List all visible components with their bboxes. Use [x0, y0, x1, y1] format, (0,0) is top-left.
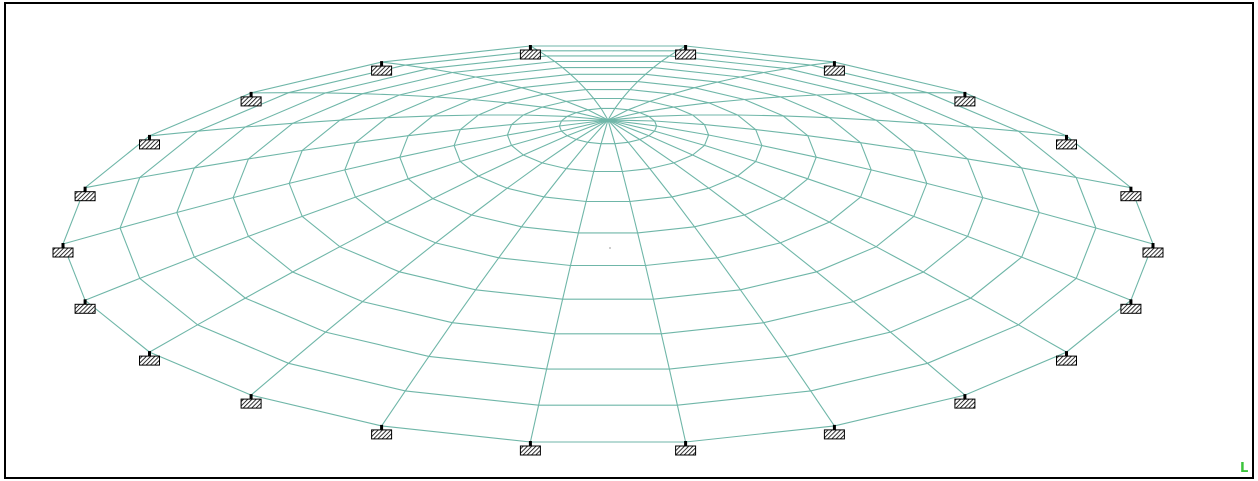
dome-ring	[399, 81, 817, 234]
support-icon	[139, 351, 160, 366]
support-icon	[371, 61, 393, 76]
support-icon	[675, 441, 697, 456]
dome-meridian	[607, 119, 835, 427]
support-icon	[675, 45, 697, 60]
support-icon	[519, 45, 541, 60]
support-icon	[139, 134, 160, 150]
dome-meridian	[530, 45, 609, 121]
dome-meridian	[62, 119, 609, 245]
dome-rings	[62, 45, 1154, 443]
dome-meridian	[607, 119, 1132, 301]
support-icon	[1120, 299, 1142, 314]
dome-supports	[52, 45, 1164, 456]
dome-wireframe	[52, 45, 1164, 456]
dome-meridian	[607, 119, 1067, 353]
dome-meridian	[250, 119, 609, 396]
dome-meridian	[607, 61, 835, 121]
dome-ring	[119, 50, 1097, 406]
dome-meridian	[251, 92, 609, 121]
dome-meridian	[607, 92, 965, 121]
dome-meridian	[607, 119, 1154, 245]
corner-label: L	[1240, 461, 1249, 476]
dome-meridian	[381, 61, 609, 121]
dome-ring	[62, 45, 1154, 443]
dome-meridian	[84, 119, 609, 189]
dome-ring	[506, 97, 710, 173]
support-icon	[371, 424, 393, 440]
dome-meridian	[149, 114, 609, 137]
support-icon	[823, 424, 845, 440]
center-dot	[609, 247, 611, 249]
support-icon	[954, 394, 976, 409]
support-icon	[954, 91, 976, 107]
dome-meridian	[149, 119, 609, 353]
support-icon	[74, 186, 96, 202]
support-icon	[240, 91, 262, 107]
dome-ring	[453, 89, 763, 203]
support-icon	[519, 441, 541, 456]
support-icon	[1056, 351, 1077, 366]
dome-ring	[288, 67, 928, 300]
dome-meridian	[607, 119, 687, 443]
support-icon	[240, 394, 262, 409]
dome-ring	[176, 55, 1040, 370]
dome-meridian	[529, 119, 609, 443]
dome-ring	[344, 73, 872, 267]
dome-meridian	[607, 114, 1067, 137]
dome-meridian	[607, 119, 1132, 189]
dome-meridian	[84, 119, 609, 301]
support-icon	[52, 243, 74, 258]
dome-meridians	[62, 45, 1154, 443]
dome-meridian	[607, 45, 686, 121]
support-icon	[1142, 243, 1164, 258]
dome-meridian	[381, 119, 609, 427]
support-icon	[1056, 134, 1077, 150]
dome-ring	[558, 107, 658, 145]
dome-meridian	[607, 119, 966, 396]
support-icon	[74, 299, 96, 314]
dome-ring	[232, 60, 984, 335]
model-viewport[interactable]	[4, 2, 1254, 479]
support-icon	[823, 61, 845, 76]
support-icon	[1120, 186, 1142, 202]
